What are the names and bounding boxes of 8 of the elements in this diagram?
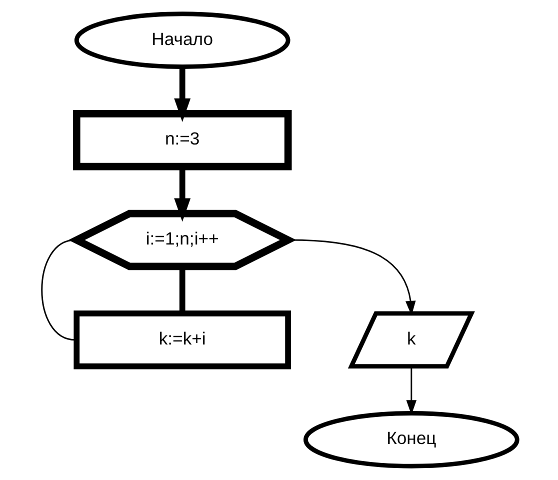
node-box: n:=3 [72,110,292,170]
arrow [289,239,416,316]
node-box: k:=k+i [73,310,290,370]
connector [40,239,75,341]
arrow [174,167,190,222]
node-ellipse: Конец [302,411,519,468]
arrow [174,67,190,122]
node-ellipse: Начало [74,12,290,69]
